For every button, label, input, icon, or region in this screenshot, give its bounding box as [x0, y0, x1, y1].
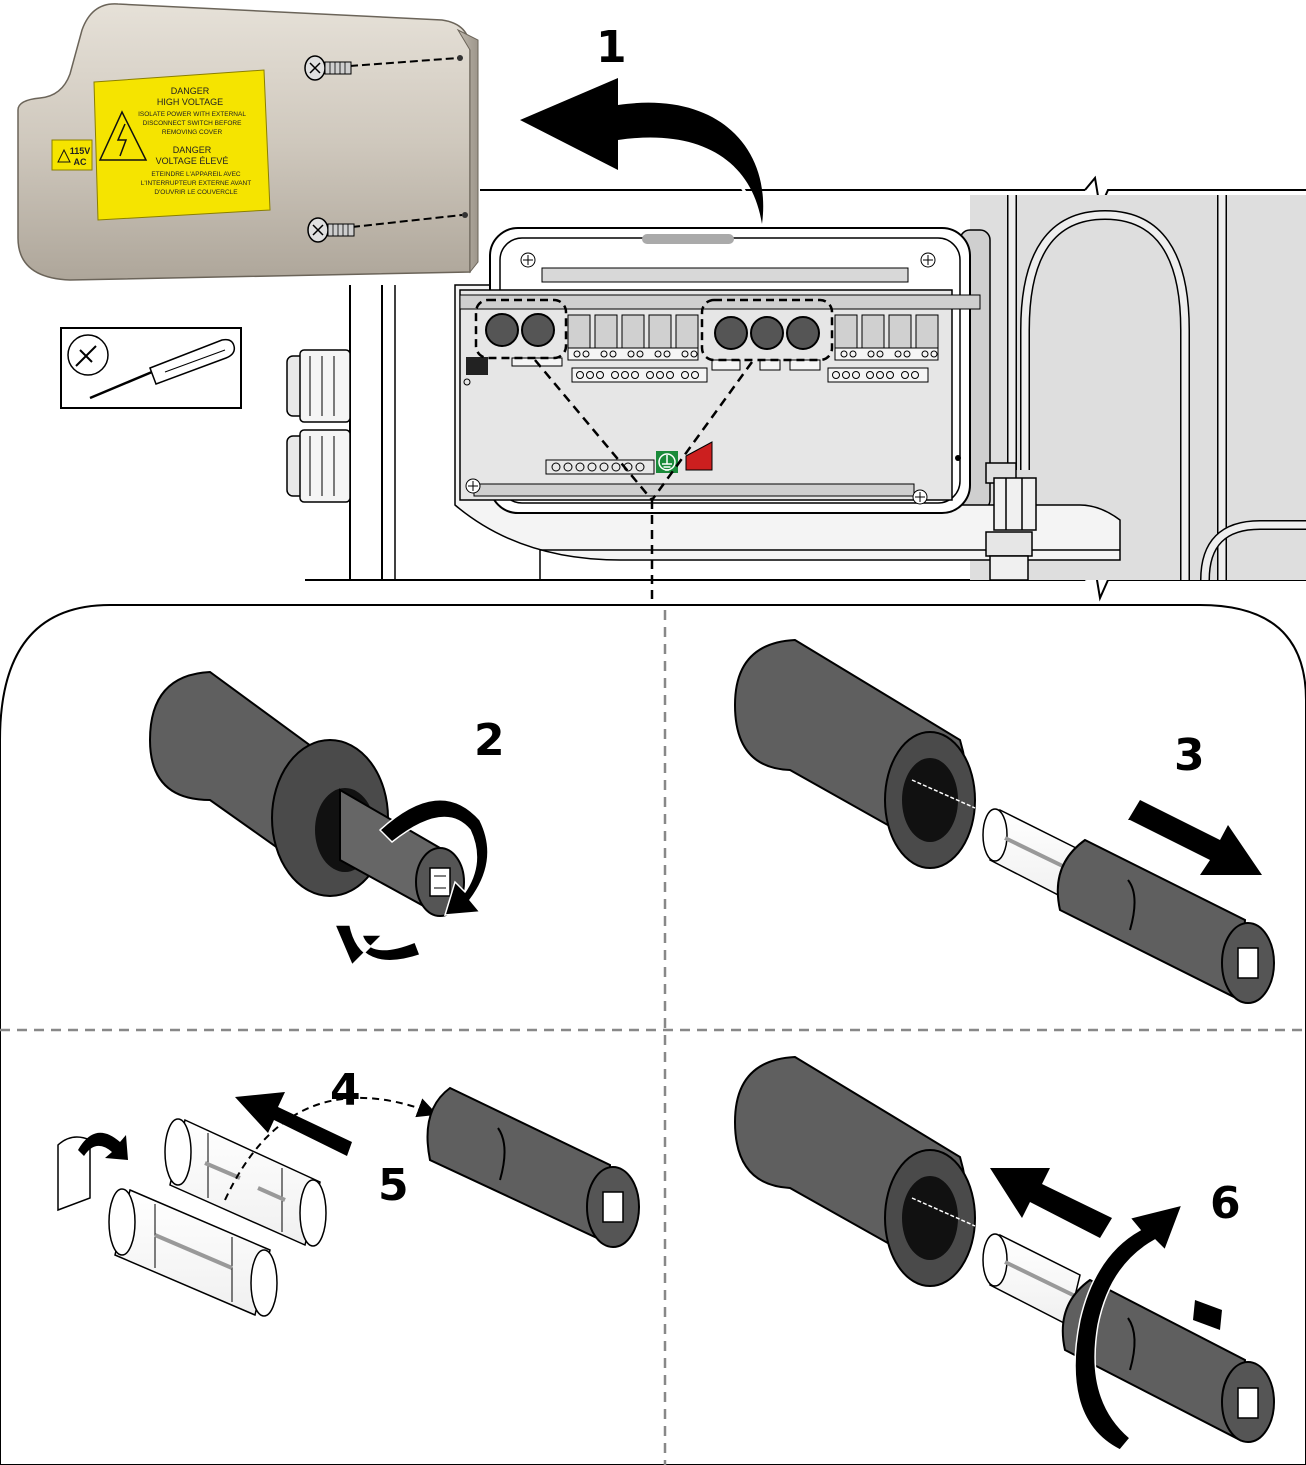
step-1-label: 1	[596, 22, 627, 73]
svg-text:AC: AC	[74, 157, 87, 167]
svg-text:DISCONNECT SWITCH BEFORE: DISCONNECT SWITCH BEFORE	[143, 120, 242, 127]
high-voltage-icon	[98, 110, 148, 161]
step-2-label: 2	[474, 715, 505, 766]
svg-text:REMOVING COVER: REMOVING COVER	[162, 129, 223, 136]
step-6-install-holder: 6	[733, 1055, 1275, 1451]
svg-text:D'OUVRIR LE COUVERCLE: D'OUVRIR LE COUVERCLE	[154, 189, 238, 196]
rotate-arrow-icon	[378, 799, 489, 916]
svg-text:115V: 115V	[70, 146, 91, 156]
cover-screws	[304, 55, 468, 243]
svg-text:ETEINDRE L'APPAREIL AVEC: ETEINDRE L'APPAREIL AVEC	[151, 171, 241, 178]
panel-screw-icon	[465, 252, 936, 505]
tube-fitting	[985, 462, 1037, 581]
step-3-label: 3	[1174, 730, 1205, 781]
insert-path-arrow	[224, 1097, 438, 1201]
red-warning-marker	[685, 441, 713, 471]
terminal-panel	[459, 227, 981, 514]
svg-text:ISOLATE POWER WITH EXTERNAL: ISOLATE POWER WITH EXTERNAL	[138, 111, 246, 118]
rotate-arrow-icon	[1074, 1203, 1184, 1451]
pull-arrow-icon	[1128, 800, 1262, 875]
remove-cover-arrow-icon	[520, 78, 764, 224]
enclosure-cover: DANGER HIGH VOLTAGE ISOLATE POWER WITH E…	[17, 3, 479, 281]
step-6-label: 6	[1210, 1178, 1241, 1229]
callout-lines	[534, 359, 754, 605]
network-port-icon	[466, 357, 488, 375]
svg-text:DANGER: DANGER	[171, 86, 210, 96]
sample-tubes	[1007, 195, 1306, 581]
step-5-label: 5	[378, 1160, 409, 1211]
danger-label: DANGER HIGH VOLTAGE ISOLATE POWER WITH E…	[93, 69, 271, 221]
screw-icon	[307, 217, 355, 243]
step-2-rotate-holder: 2	[148, 670, 505, 967]
svg-text:HIGH VOLTAGE: HIGH VOLTAGE	[157, 97, 223, 107]
step-4-old-fuse: 4	[164, 1065, 361, 1247]
step-5-new-fuse: 5	[57, 1086, 640, 1317]
screwdriver-icon	[89, 338, 236, 400]
push-arrow-icon	[990, 1168, 1112, 1238]
voltage-badge: 115V AC	[51, 139, 93, 171]
tool-box	[60, 327, 242, 409]
svg-text:L'INTERRUPTEUR EXTERNE AVANT: L'INTERRUPTEUR EXTERNE AVANT	[141, 180, 251, 187]
screw-icon	[304, 55, 352, 81]
panel-fuse-holders	[474, 298, 834, 362]
relay-blocks	[567, 314, 939, 356]
svg-text:DANGER: DANGER	[173, 145, 212, 155]
cable-gland-top	[286, 349, 351, 423]
cable-gland-bottom	[286, 429, 351, 503]
step-4-label: 4	[330, 1065, 361, 1116]
curved-arrow-icon	[78, 1132, 128, 1160]
enclosure: 1	[286, 22, 1306, 602]
step-3-remove-fuse: 3	[733, 638, 1275, 1004]
rotate-arrow-icon	[333, 924, 421, 967]
svg-text:VOLTAGE ÉLEVÉ: VOLTAGE ÉLEVÉ	[156, 156, 229, 166]
pull-arrow-icon	[235, 1092, 352, 1156]
